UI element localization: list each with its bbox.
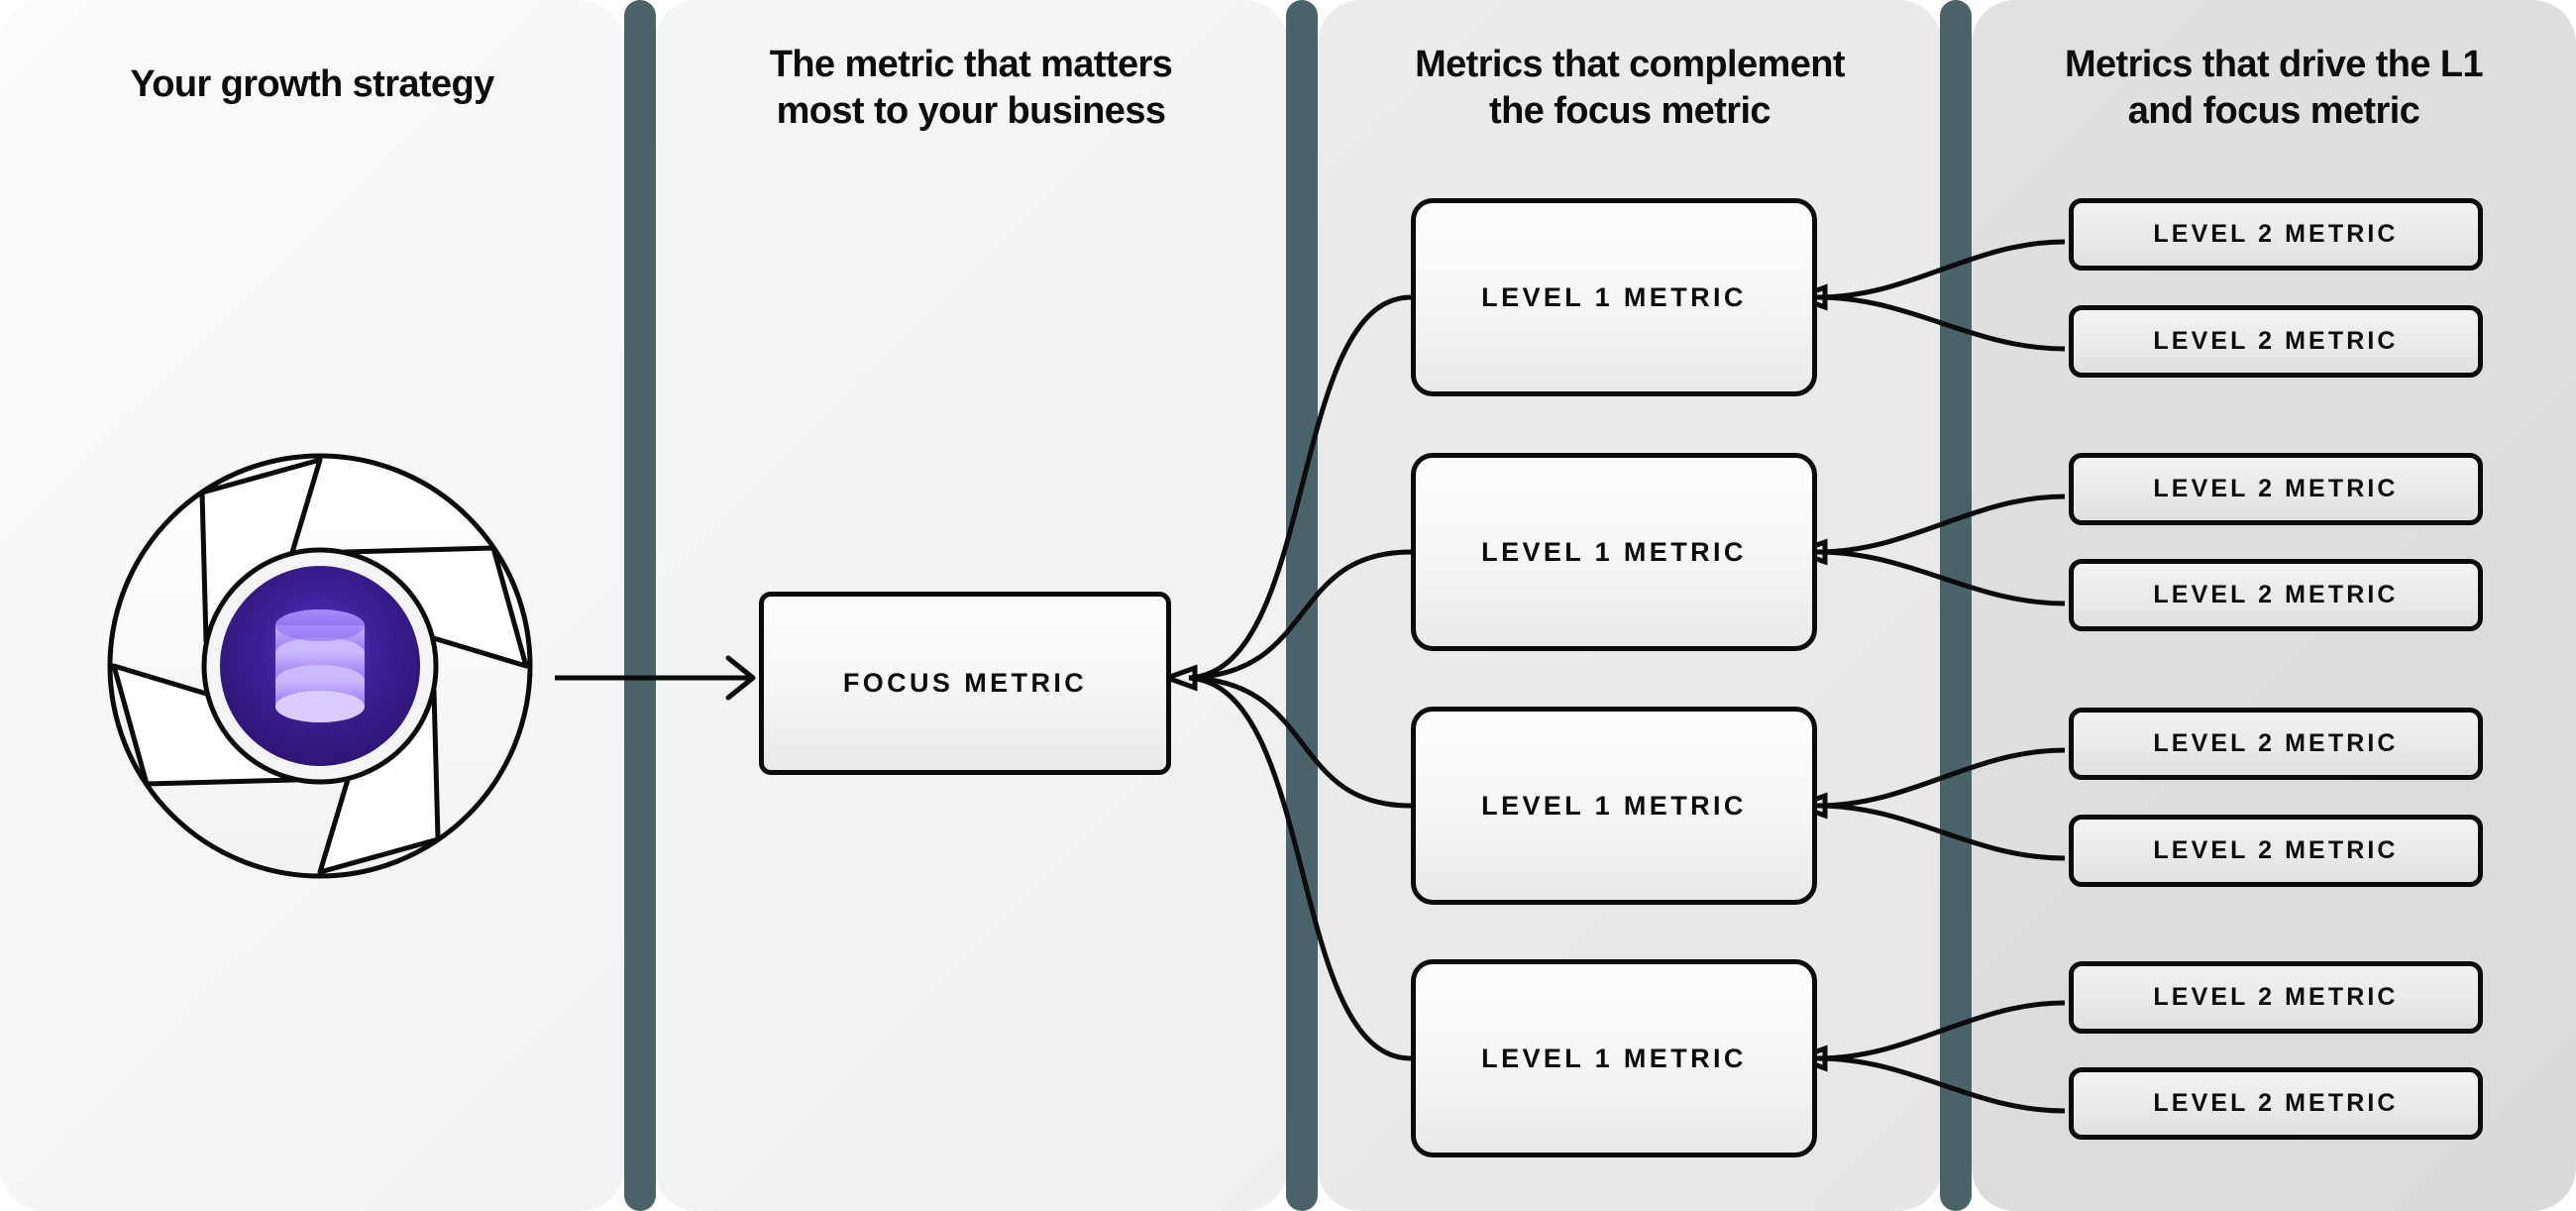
level-2-metric-node[interactable]: LEVEL 2 METRIC	[2069, 453, 2483, 525]
level-1-metric-node[interactable]: LEVEL 1 METRIC	[1411, 959, 1817, 1157]
database-icon	[275, 609, 365, 722]
level-1-metric-node[interactable]: LEVEL 1 METRIC	[1411, 453, 1817, 651]
level-1-metric-node[interactable]: LEVEL 1 METRIC	[1411, 198, 1817, 396]
level-2-metric-node[interactable]: LEVEL 2 METRIC	[2069, 961, 2483, 1034]
focus-metric-node[interactable]: FOCUS METRIC	[759, 592, 1171, 775]
level-2-metric-node[interactable]: LEVEL 2 METRIC	[2069, 1067, 2483, 1140]
aperture-database-logo	[107, 453, 533, 879]
level-2-metric-node[interactable]: LEVEL 2 METRIC	[2069, 708, 2483, 780]
level-1-metric-node[interactable]: LEVEL 1 METRIC	[1411, 707, 1817, 905]
column-divider-3	[1940, 0, 1972, 1211]
column-heading-level-2: Metrics that drive the L1 and focus metr…	[2064, 44, 2484, 133]
level-2-metric-node[interactable]: LEVEL 2 METRIC	[2069, 815, 2483, 887]
level-2-metric-node[interactable]: LEVEL 2 METRIC	[2069, 305, 2483, 378]
column-heading-growth-strategy: Your growth strategy	[130, 63, 494, 105]
column-divider-1	[624, 0, 656, 1211]
column-heading-level-1: Metrics that complement the focus metric	[1415, 44, 1845, 133]
column-heading-focus-metric: The metric that matters most to your bus…	[769, 44, 1173, 133]
column-divider-2	[1286, 0, 1318, 1211]
level-2-metric-node[interactable]: LEVEL 2 METRIC	[2069, 559, 2483, 631]
level-2-metric-node[interactable]: LEVEL 2 METRIC	[2069, 198, 2483, 271]
